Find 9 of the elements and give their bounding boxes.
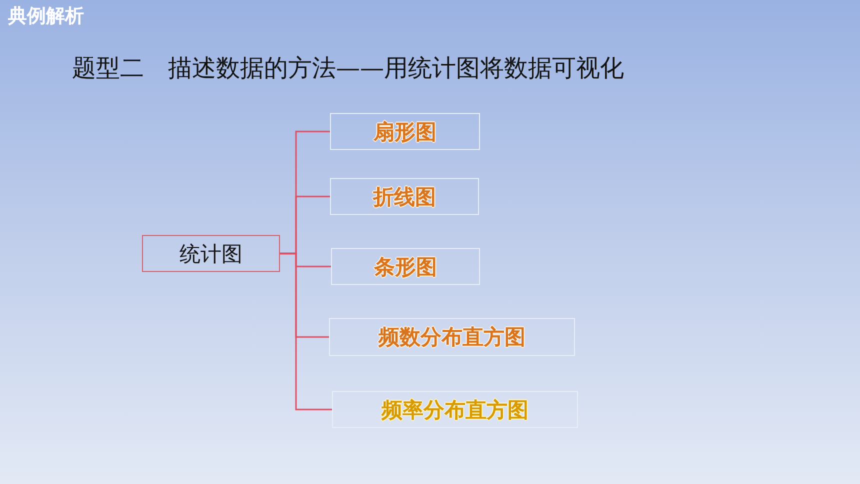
bracket-line [280, 252, 332, 410]
section-heading: 典例解析 [8, 4, 84, 29]
category-box: 折线图 [330, 178, 479, 215]
category-box: 频率分布直方图 [332, 391, 578, 428]
category-box: 条形图 [331, 248, 480, 285]
category-box: 频数分布直方图 [329, 318, 575, 356]
category-box: 扇形图 [330, 113, 480, 150]
title: 题型二 描述数据的方法——用统计图将数据可视化 [72, 53, 624, 84]
topic-box: 统计图 [142, 235, 280, 272]
